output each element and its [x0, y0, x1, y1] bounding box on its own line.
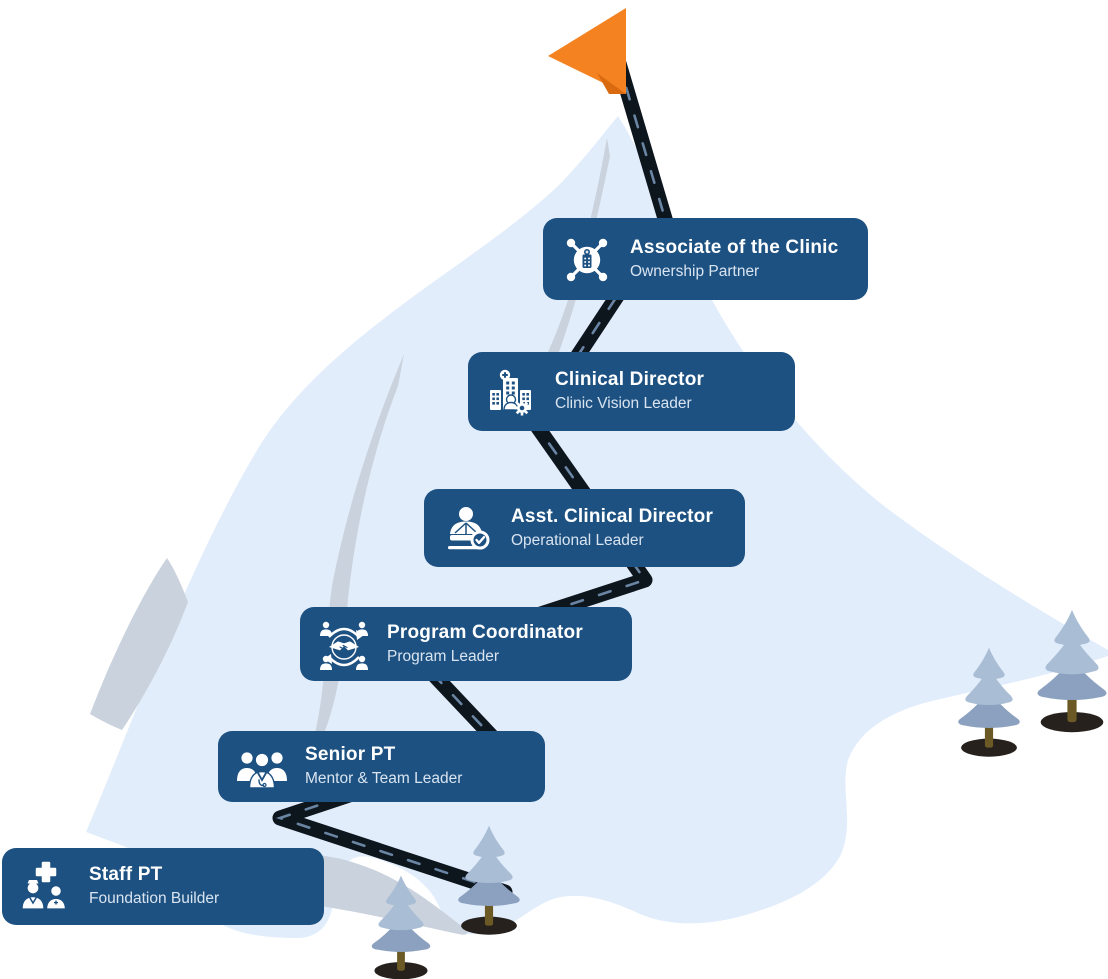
level-badge-clinical-director: Clinical Director Clinic Vision Leader [468, 352, 795, 431]
level-title: Program Coordinator [387, 621, 583, 643]
level-subtitle: Ownership Partner [630, 262, 760, 280]
level-subtitle: Foundation Builder [89, 890, 220, 908]
collaboration-icon [316, 616, 372, 672]
level-badge-staff-pt: Staff PT Foundation Builder [2, 848, 324, 925]
level-title: Clinical Director [555, 369, 705, 391]
level-subtitle: Operational Leader [511, 531, 644, 549]
supervisor-check-icon [440, 500, 496, 556]
network-clinic-icon [559, 231, 615, 287]
medical-team-icon [234, 739, 290, 795]
level-subtitle: Program Leader [387, 647, 500, 665]
level-badge-asst-clinical-director: Asst. Clinical Director Operational Lead… [424, 489, 745, 567]
level-title: Asst. Clinical Director [511, 505, 714, 527]
medical-staff-icon [18, 859, 74, 915]
level-title: Associate of the Clinic [630, 236, 839, 258]
level-badge-program-coordinator: Program Coordinator Program Leader [300, 607, 632, 681]
summit-flag-icon [548, 8, 626, 94]
level-subtitle: Mentor & Team Leader [305, 770, 463, 788]
level-subtitle: Clinic Vision Leader [555, 395, 692, 413]
level-title: Staff PT [89, 864, 163, 886]
level-badge-associate-of-the-clinic: Associate of the Clinic Ownership Partne… [543, 218, 868, 300]
level-badge-senior-pt: Senior PT Mentor & Team Leader [218, 731, 545, 802]
clinic-building-icon [484, 364, 540, 420]
level-title: Senior PT [305, 744, 396, 766]
ridge-shading-foothill [90, 558, 188, 730]
